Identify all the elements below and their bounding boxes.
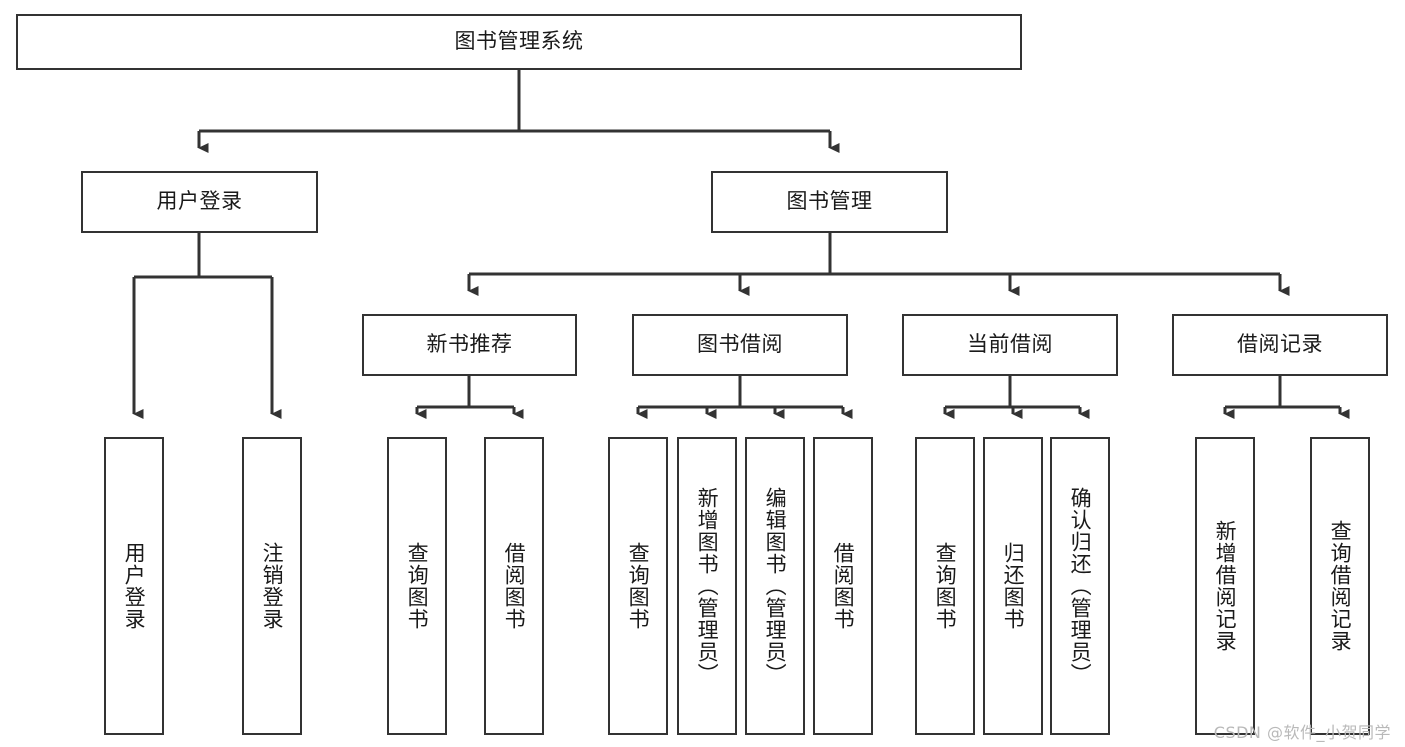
node-borrow-record[interactable]: 借阅记录 bbox=[1172, 314, 1388, 376]
node-root[interactable]: 图书管理系统 bbox=[16, 14, 1022, 70]
leaf-borrow-book-recommend[interactable]: 借阅图书 bbox=[484, 437, 544, 735]
leaf-user-login[interactable]: 用户登录 bbox=[104, 437, 164, 735]
leaf-add-book-admin[interactable]: 新增图书（管理员） bbox=[677, 437, 737, 735]
leaf-borrow-book[interactable]: 借阅图书 bbox=[813, 437, 873, 735]
node-user-login[interactable]: 用户登录 bbox=[81, 171, 318, 233]
node-current-borrow[interactable]: 当前借阅 bbox=[902, 314, 1118, 376]
leaf-add-borrow-record[interactable]: 新增借阅记录 bbox=[1195, 437, 1255, 735]
node-book-borrow[interactable]: 图书借阅 bbox=[632, 314, 848, 376]
leaf-confirm-return-admin[interactable]: 确认归还（管理员） bbox=[1050, 437, 1110, 735]
leaf-query-book-current[interactable]: 查询图书 bbox=[915, 437, 975, 735]
leaf-query-book-borrow[interactable]: 查询图书 bbox=[608, 437, 668, 735]
leaf-query-book-recommend[interactable]: 查询图书 bbox=[387, 437, 447, 735]
node-new-book-recommend[interactable]: 新书推荐 bbox=[362, 314, 577, 376]
leaf-logout-login[interactable]: 注销登录 bbox=[242, 437, 302, 735]
watermark: CSDN @软件_小贺同学 bbox=[1213, 723, 1391, 742]
node-book-manage[interactable]: 图书管理 bbox=[711, 171, 948, 233]
leaf-return-book[interactable]: 归还图书 bbox=[983, 437, 1043, 735]
leaf-query-borrow-record[interactable]: 查询借阅记录 bbox=[1310, 437, 1370, 735]
leaf-edit-book-admin[interactable]: 编辑图书（管理员） bbox=[745, 437, 805, 735]
